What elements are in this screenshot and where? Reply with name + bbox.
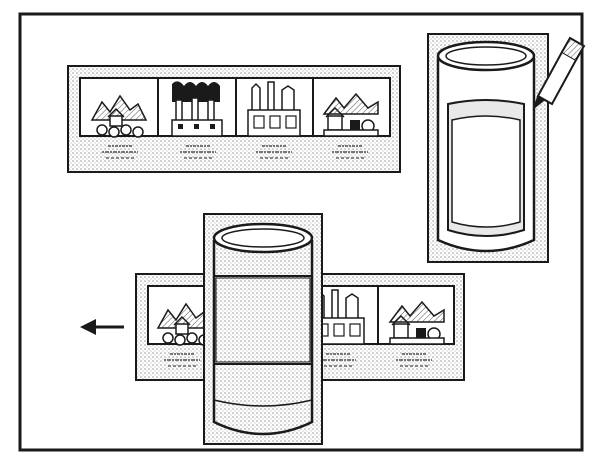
arrow-left-icon bbox=[80, 319, 124, 335]
panel-city bbox=[247, 81, 301, 137]
cylinder-panel-right bbox=[427, 33, 586, 263]
panel-factory bbox=[171, 80, 223, 137]
cylinder-overlay-bottom bbox=[203, 213, 323, 445]
pencil-icon bbox=[532, 36, 586, 111]
film-strip-top bbox=[67, 65, 401, 173]
cylinder-icon bbox=[436, 40, 536, 253]
